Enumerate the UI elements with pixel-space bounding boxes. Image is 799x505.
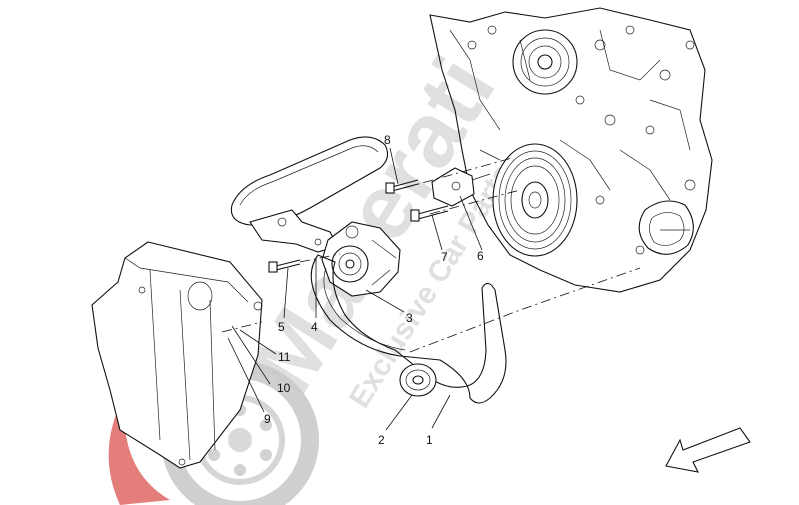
crankshaft-pulley: [492, 143, 578, 257]
direction-arrow-icon: [665, 427, 751, 473]
callout-6: 6: [477, 249, 484, 263]
belt-tensioner: [321, 221, 401, 297]
idler-pulley: [399, 363, 437, 397]
upper-belt: [230, 136, 389, 226]
callout-11: 11: [278, 350, 291, 364]
callout-4: 4: [311, 320, 318, 334]
leader-lines: [227, 147, 483, 431]
main-belt: [310, 254, 507, 404]
timing-cover: [91, 241, 263, 469]
bolt-7: [410, 205, 449, 222]
callout-2: 2: [378, 433, 385, 447]
bolt-5: [268, 259, 301, 273]
callout-10: 10: [277, 381, 291, 395]
pin-block: [431, 167, 491, 207]
callout-5: 5: [278, 320, 285, 334]
callout-9: 9: [264, 412, 271, 426]
callout-7: 7: [441, 250, 448, 264]
callout-8: 8: [384, 133, 391, 147]
callout-3: 3: [406, 311, 413, 325]
callout-1: 1: [426, 433, 433, 447]
assembly-lines: [221, 157, 641, 353]
callout-labels: 1 2 3 4 5 6 7 8 9 10 11: [264, 133, 484, 447]
